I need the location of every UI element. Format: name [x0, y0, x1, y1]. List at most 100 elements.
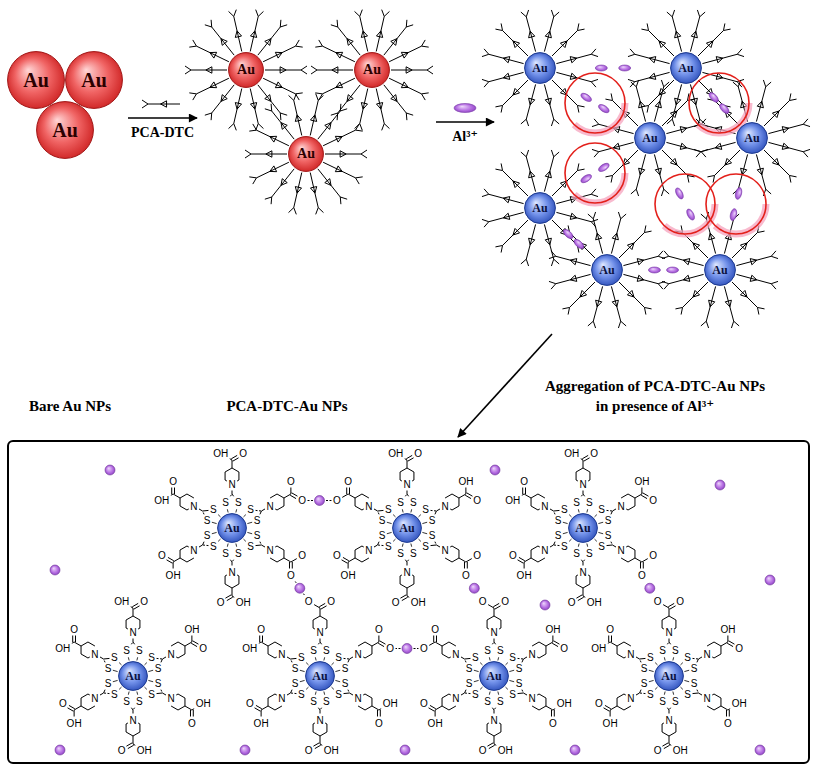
bond	[261, 642, 268, 646]
bond	[119, 687, 121, 689]
ligand-ray	[756, 154, 771, 196]
atom-label: N	[129, 627, 136, 638]
bond	[323, 657, 325, 660]
aluminium-ion	[562, 228, 575, 241]
atom-label: S	[659, 696, 666, 707]
bond	[524, 562, 525, 569]
bond	[277, 546, 284, 550]
bond	[461, 657, 465, 659]
bond	[315, 657, 317, 660]
bond	[320, 608, 321, 616]
bond	[662, 743, 669, 749]
atom-label: S	[684, 689, 691, 700]
bond	[277, 506, 284, 510]
bond	[720, 646, 721, 654]
bond	[126, 616, 133, 620]
bond	[589, 576, 590, 584]
atom-label: S	[472, 652, 479, 663]
bond	[348, 659, 350, 662]
gold-sphere	[393, 514, 422, 543]
bond	[313, 723, 315, 724]
bond	[474, 680, 479, 681]
bond	[452, 494, 459, 498]
bond	[698, 693, 702, 695]
bond	[445, 558, 452, 562]
bond	[344, 658, 350, 660]
atom-label: OH	[603, 718, 618, 729]
bond	[576, 472, 577, 480]
bond	[458, 498, 459, 506]
bond	[550, 545, 554, 547]
atom-label: O	[70, 624, 78, 635]
atom-label: O	[118, 745, 126, 756]
bond	[431, 510, 437, 512]
atom-label: S	[123, 645, 130, 656]
bond	[610, 710, 611, 717]
bond	[192, 709, 194, 710]
atom-label: OH	[242, 643, 257, 654]
bond	[554, 542, 556, 545]
bond	[378, 542, 380, 545]
bond	[131, 607, 133, 608]
bond	[617, 698, 618, 706]
atom-label: N	[627, 693, 634, 704]
bond	[378, 510, 384, 512]
atom-label: N	[403, 479, 410, 490]
gold-nanoparticle: Au	[217, 513, 247, 543]
atom-label: N	[316, 715, 323, 726]
bond	[136, 692, 138, 695]
ligand-layer	[142, 10, 810, 328]
bond	[435, 642, 442, 646]
atom-label: S	[148, 689, 155, 700]
bond	[349, 693, 353, 695]
bond	[300, 670, 305, 671]
aluminium-ion	[540, 600, 550, 610]
highlight-ring	[706, 174, 766, 234]
atom-label: S	[484, 645, 491, 656]
bond	[578, 509, 580, 512]
bond	[449, 657, 451, 658]
bond	[612, 509, 616, 511]
au-label: Au	[575, 522, 590, 534]
bond	[244, 515, 246, 517]
bond	[531, 498, 532, 506]
bond	[538, 494, 545, 498]
bond	[161, 659, 163, 662]
bond	[128, 657, 130, 660]
ligand-ray	[315, 40, 355, 62]
atom-label: S	[379, 515, 386, 526]
ligand-ray	[521, 10, 536, 52]
bond	[291, 690, 293, 693]
bond	[180, 498, 181, 506]
atom-label: O	[333, 495, 341, 506]
bond	[452, 506, 459, 510]
atom-label: S	[385, 541, 392, 552]
bond	[320, 642, 322, 644]
bond	[550, 509, 554, 511]
bond	[405, 560, 407, 562]
bond	[378, 511, 380, 514]
bond	[531, 494, 538, 498]
ligand-ray	[482, 72, 524, 87]
atom-label: S	[105, 678, 112, 689]
gold-nanoparticle: Au	[65, 51, 123, 109]
ligand-ray	[258, 20, 287, 55]
bond	[100, 693, 104, 695]
bond	[407, 588, 408, 596]
structure-frame-layer	[8, 334, 809, 763]
bond	[133, 732, 140, 736]
gold-sphere	[737, 123, 768, 154]
bond	[275, 642, 282, 646]
bond	[235, 544, 237, 547]
bond	[407, 562, 408, 566]
bond	[628, 506, 635, 510]
ligand-ray	[768, 119, 810, 134]
bond	[291, 658, 297, 660]
au-label: Au	[224, 522, 239, 534]
ligand-ray	[384, 85, 413, 120]
atom-label: S	[429, 515, 436, 526]
bond	[306, 663, 308, 665]
ligand-ray	[701, 286, 716, 328]
bond	[487, 616, 494, 620]
atom-label: O	[654, 745, 662, 756]
